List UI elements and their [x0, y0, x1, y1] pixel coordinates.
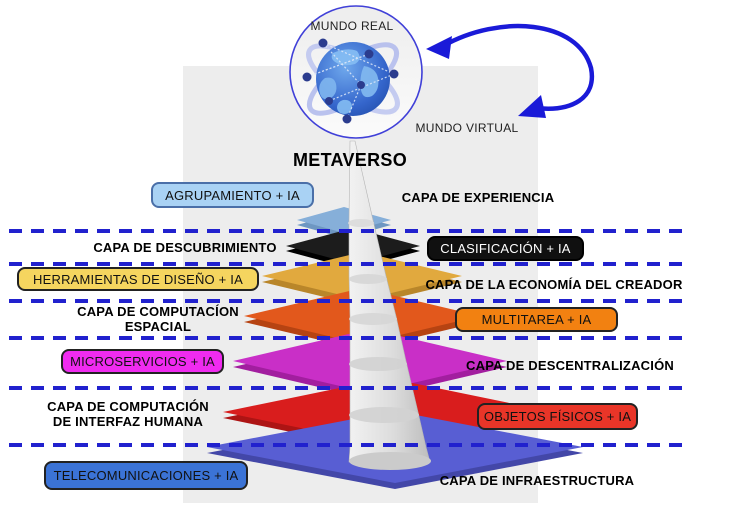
tag-herramientas-diseno-ia: HERRAMIENTAS DE DISEÑO + IA: [17, 267, 259, 291]
tag-objetos-fisicos-ia: OBJETOS FÍSICOS + IA: [477, 403, 638, 430]
layer-dividers: [9, 229, 689, 447]
network-lines: [306, 42, 395, 120]
cycle-arrow-curve: [441, 23, 595, 111]
tag-clasificacion-ia: CLASIFICACIÓN + IA: [427, 236, 584, 261]
real-virtual-cycle-arrow: [426, 23, 595, 118]
cone-segment-1: [348, 219, 374, 227]
continent-1: [331, 49, 360, 66]
cone-segment-5: [349, 407, 419, 423]
network-nodes: [302, 38, 399, 124]
tag-telecomunicaciones-ia: TELECOMUNICACIONES + IA: [44, 461, 248, 490]
continent-4: [337, 99, 352, 114]
continent-2: [360, 66, 379, 98]
cone-segment-2: [349, 274, 387, 284]
cycle-arrowhead-left: [426, 36, 452, 59]
tag-multitarea-ia: MULTITAREA + IA: [455, 307, 618, 332]
cone-segment-4: [349, 357, 407, 371]
layer-title-discovery: CAPA DE DESCUBRIMIENTO: [93, 240, 277, 255]
virtual-world-label: MUNDO VIRTUAL: [415, 121, 519, 135]
layer-title-decentralization: CAPA DE DESCENTRALIZACIÓN: [466, 358, 674, 373]
layer-title-creator-economy: CAPA DE LA ECONOMÍA DEL CREADOR: [425, 277, 683, 292]
layer-title-experience: CAPA DE EXPERIENCIA: [401, 190, 555, 205]
real-world-globe: [289, 5, 423, 139]
diagram-title: METAVERSO: [292, 150, 408, 170]
continent-3: [319, 77, 337, 100]
cone-base: [349, 452, 431, 470]
cone-segment-3: [349, 313, 397, 325]
layer-title-infrastructure: CAPA DE INFRAESTRUCTURA: [439, 473, 635, 488]
cycle-arrowhead-right: [518, 95, 546, 118]
layer-title-human-interface: CAPA DE COMPUTACIÓN DE INTERFAZ HUMANA: [47, 399, 209, 430]
tag-microservicios-ia: MICROSERVICIOS + IA: [61, 349, 224, 374]
metaverse-tower: [207, 140, 583, 489]
tag-agrupamiento-ia: AGRUPAMIENTO + IA: [151, 182, 314, 208]
layer-title-spatial: CAPA DE COMPUTACÍON ESPACIAL: [77, 304, 239, 335]
real-world-label: MUNDO REAL: [310, 19, 394, 33]
